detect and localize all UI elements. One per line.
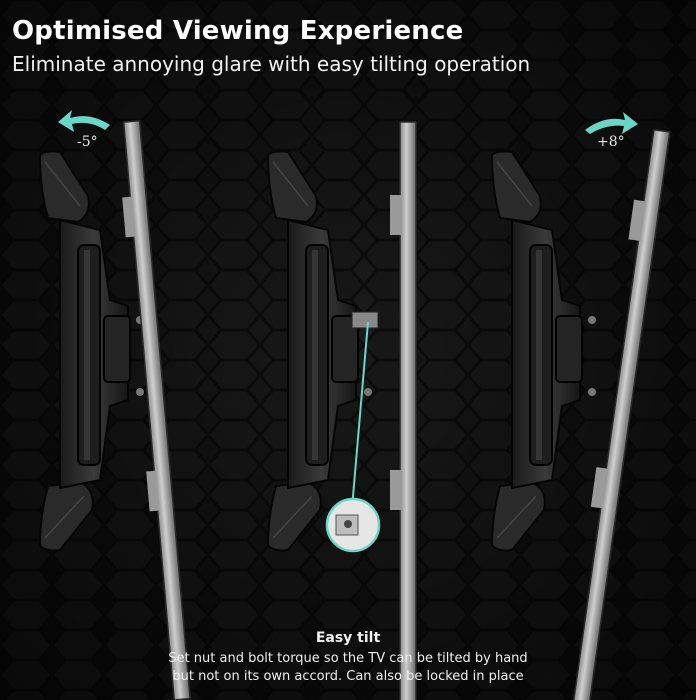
easy-tilt-caption: Easy tilt Set nut and bolt torque so the… — [0, 630, 696, 686]
tilt-forward-arrow-icon — [585, 112, 638, 134]
tilt-angle-left-label: -5° — [77, 134, 98, 150]
mount-tilt-plus-eight — [491, 128, 671, 700]
tilt-back-arrow-icon — [58, 110, 110, 132]
caption-line-2: but not on its own accord. Can also be l… — [172, 669, 524, 684]
page-subtitle: Eliminate annoying glare with easy tilti… — [12, 52, 531, 76]
page-title: Optimised Viewing Experience — [12, 16, 464, 46]
tilt-angle-right-label: +8° — [597, 134, 625, 150]
caption-line-1: Set nut and bolt torque so the TV can be… — [168, 651, 528, 666]
caption-title: Easy tilt — [315, 630, 381, 646]
mount-tilt-minus-five — [39, 110, 191, 700]
mount-tilt-neutral — [267, 121, 417, 700]
